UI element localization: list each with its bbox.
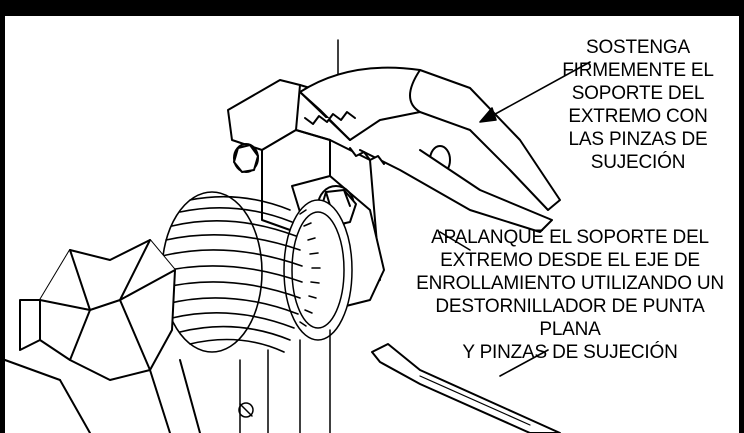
leader-pry [499,349,549,377]
right-border [739,0,744,433]
leader-lines [439,61,591,377]
screwdriver-icon [371,343,561,433]
callout-hold-bracket: SOSTENGA FIRMEMENTE EL SOPORTE DEL EXTRE… [562,37,714,173]
end-plug [4,239,201,433]
leader-hold [487,61,591,119]
gear-ring [283,199,353,341]
leader-pry-2 [439,231,471,251]
left-border [0,0,5,433]
top-border [0,0,744,16]
spring-coil [159,191,303,353]
callout-pry-bracket: APALANQUE EL SOPORTE DEL EXTREMO DESDE E… [416,227,724,363]
lower-frame [238,329,331,433]
locking-pliers-icon [299,66,561,233]
leader-hold-arrow-icon [479,107,497,123]
bolt-upper-icon [233,143,259,173]
